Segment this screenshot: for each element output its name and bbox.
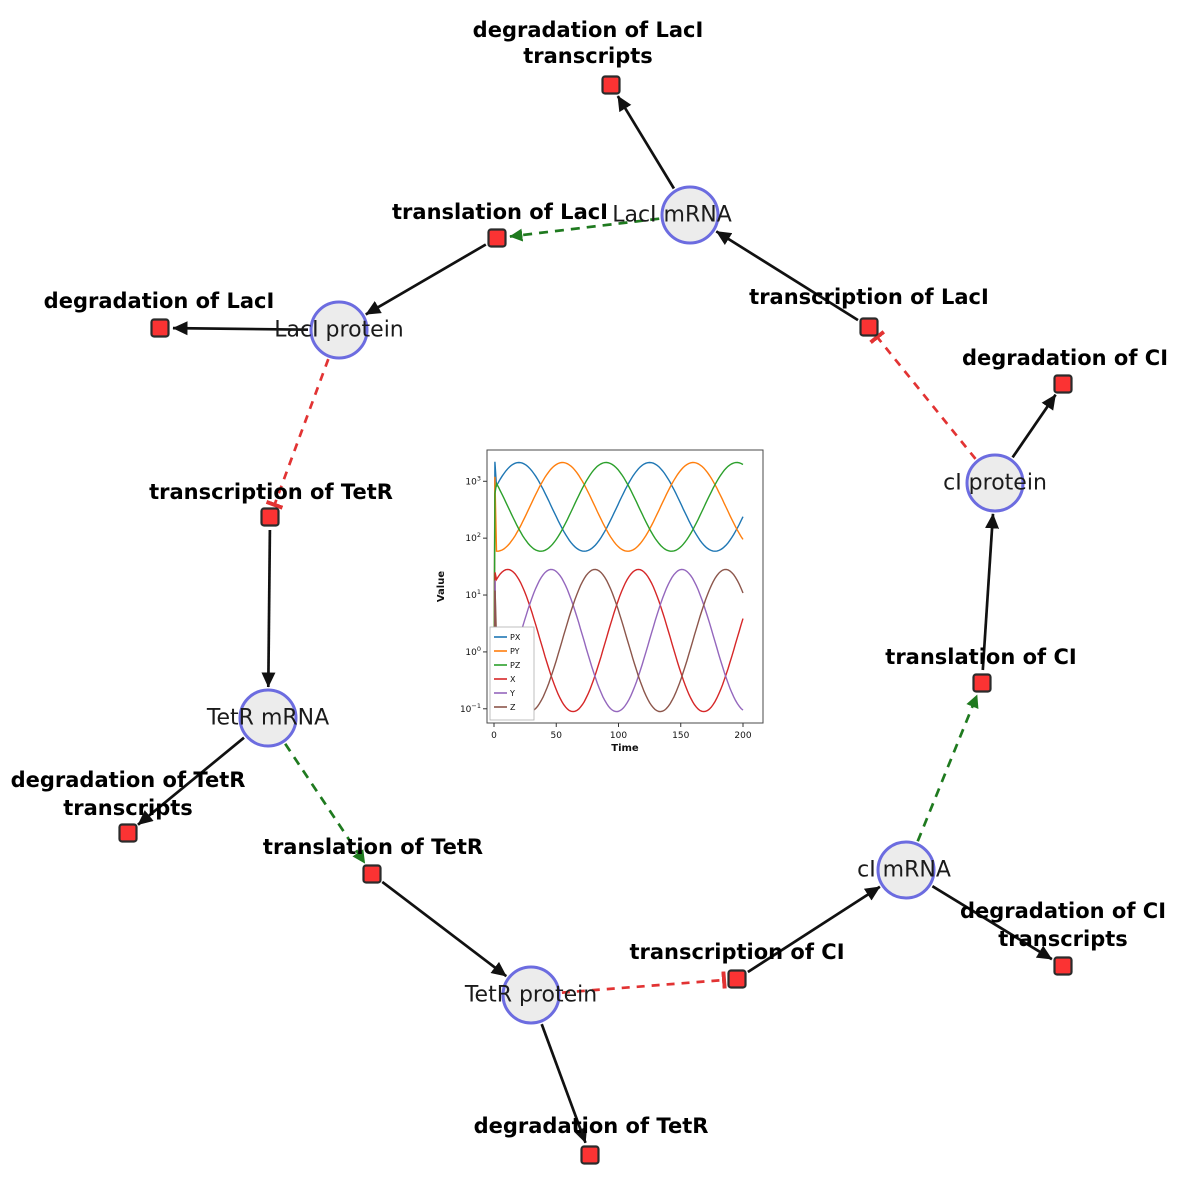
legend-label-X: X xyxy=(510,675,516,684)
edge-production-transcription-laci-to-laci-mrna xyxy=(715,230,859,322)
reaction-label-deg-laci-transcripts-line1: degradation of LacI xyxy=(473,18,704,42)
edge-consumption-ci-protein-to-deg-ci xyxy=(1011,393,1057,459)
chart-x-tick-label: 200 xyxy=(734,731,751,741)
reaction-node-transcription-tetr[interactable] xyxy=(260,507,280,527)
chart-x-tick-label: 150 xyxy=(672,731,689,741)
edge-consumption-ci-mrna-to-deg-ci-transcripts xyxy=(931,885,1053,961)
chart-y-tick-label: 102 xyxy=(465,531,481,544)
reaction-label-deg-laci: degradation of LacI xyxy=(44,289,275,313)
edge-production-translation-tetr-to-tetr-protein xyxy=(381,880,508,978)
chart-series-PY xyxy=(493,461,744,705)
chart-x-tick-label: 0 xyxy=(491,731,497,741)
reaction-node-deg-laci-transcripts[interactable] xyxy=(601,75,621,95)
chart-legend: PX PY PZ XYZ xyxy=(489,626,535,721)
edge-consumption-tetr-protein-to-deg-tetr xyxy=(540,1023,588,1144)
species-node-laci-mrna[interactable] xyxy=(660,185,720,245)
reaction-label-deg-tetr-transcripts-line2: transcripts xyxy=(63,796,193,820)
edge-inhibition-ci-protein-to-transcription-laci xyxy=(869,330,977,460)
reaction-node-deg-ci[interactable] xyxy=(1053,374,1073,394)
chart-series-PZ xyxy=(493,461,744,705)
edge-catalysis-ci-mrna-to-translation-ci xyxy=(916,694,979,842)
reaction-node-translation-ci[interactable] xyxy=(972,673,992,693)
reaction-node-deg-tetr-transcripts[interactable] xyxy=(118,823,138,843)
reaction-node-deg-laci[interactable] xyxy=(150,318,170,338)
edge-consumption-tetr-mrna-to-deg-tetr-transcripts xyxy=(137,736,245,826)
species-node-tetr-protein[interactable] xyxy=(501,965,561,1025)
species-label-tetr-protein: TetR protein xyxy=(464,983,597,1008)
reaction-label-deg-tetr: degradation of TetR xyxy=(474,1114,709,1138)
reaction-label-transcription-tetr: transcription of TetR xyxy=(149,480,393,504)
legend-label-Z: Z xyxy=(510,703,516,712)
reaction-label-deg-ci: degradation of CI xyxy=(962,346,1168,370)
reaction-label-translation-ci: translation of CI xyxy=(885,645,1076,669)
chart-series-Z xyxy=(493,568,744,713)
reaction-node-deg-tetr[interactable] xyxy=(580,1145,600,1165)
chart-y-tick-label: 100 xyxy=(465,645,481,658)
chart-x-tick-label: 100 xyxy=(610,731,627,741)
edge-inhibition-tetr-protein-to-transcription-ci xyxy=(561,971,727,994)
species-label-ci-mrna: cI mRNA xyxy=(857,858,951,883)
reaction-node-transcription-ci[interactable] xyxy=(727,969,747,989)
chart-series-Y xyxy=(493,568,744,713)
legend-label-PX: PX xyxy=(510,633,521,642)
species-label-laci-mrna: LacI mRNA xyxy=(612,203,732,228)
species-label-tetr-mrna: TetR mRNA xyxy=(206,706,329,731)
chart-legend-box xyxy=(489,626,535,721)
edge-consumption-laci-mrna-to-deg-laci-transcripts xyxy=(616,95,676,190)
edge-production-transcription-ci-to-ci-mrna xyxy=(747,885,881,974)
edge-consumption-laci-protein-to-deg-laci xyxy=(172,321,309,336)
chart-series-PX xyxy=(493,461,744,705)
edge-production-translation-laci-to-laci-protein xyxy=(365,243,487,316)
chart-y-tick-label: 103 xyxy=(465,474,481,487)
reaction-node-transcription-laci[interactable] xyxy=(859,317,879,337)
edge-catalysis-tetr-mrna-to-translation-tetr xyxy=(284,743,366,864)
species-label-laci-protein: LacI protein xyxy=(274,318,404,343)
edge-inhibition-laci-protein-to-transcription-tetr xyxy=(265,358,330,510)
reaction-node-translation-tetr[interactable] xyxy=(362,864,382,884)
species-node-ci-protein[interactable] xyxy=(965,453,1025,513)
chart-xlabel: Time xyxy=(611,743,639,754)
reaction-node-translation-laci[interactable] xyxy=(487,228,507,248)
reaction-label-translation-tetr: translation of TetR xyxy=(263,835,483,859)
reaction-label-transcription-ci: transcription of CI xyxy=(629,940,844,964)
chart-ylabel: Value xyxy=(436,571,447,602)
labels-layer: degradation of LacItranscriptstranslatio… xyxy=(11,18,1168,1138)
chart-x-tick-label: 50 xyxy=(551,731,563,741)
species-node-tetr-mrna[interactable] xyxy=(238,688,298,748)
reaction-label-deg-tetr-transcripts-line1: degradation of TetR xyxy=(11,768,246,792)
species-label-ci-protein: cI protein xyxy=(943,471,1047,496)
reaction-label-translation-laci: translation of LacI xyxy=(392,200,608,224)
reaction-label-deg-ci-transcripts-line2: transcripts xyxy=(998,927,1128,951)
chart-y-tick-label: 101 xyxy=(465,588,481,601)
species-node-laci-protein[interactable] xyxy=(309,300,369,360)
nodes-layer xyxy=(118,75,1073,1165)
reaction-label-deg-ci-transcripts-line1: degradation of CI xyxy=(960,899,1166,923)
reaction-node-deg-ci-transcripts[interactable] xyxy=(1053,956,1073,976)
chart-y-tick-label: 10−1 xyxy=(460,702,481,715)
edge-production-translation-ci-to-ci-protein xyxy=(981,513,1000,671)
edge-production-transcription-tetr-to-tetr-mrna xyxy=(261,529,276,688)
reaction-label-transcription-laci: transcription of LacI xyxy=(749,285,989,309)
species-node-ci-mrna[interactable] xyxy=(876,840,936,900)
legend-label-Y: Y xyxy=(509,689,515,698)
chart-series-X xyxy=(493,568,744,713)
legend-label-PZ: PZ xyxy=(510,661,521,670)
legend-label-PY: PY xyxy=(510,647,520,656)
edges-layer xyxy=(137,95,1057,1144)
reaction-label-deg-laci-transcripts-line2: transcripts xyxy=(523,44,653,68)
